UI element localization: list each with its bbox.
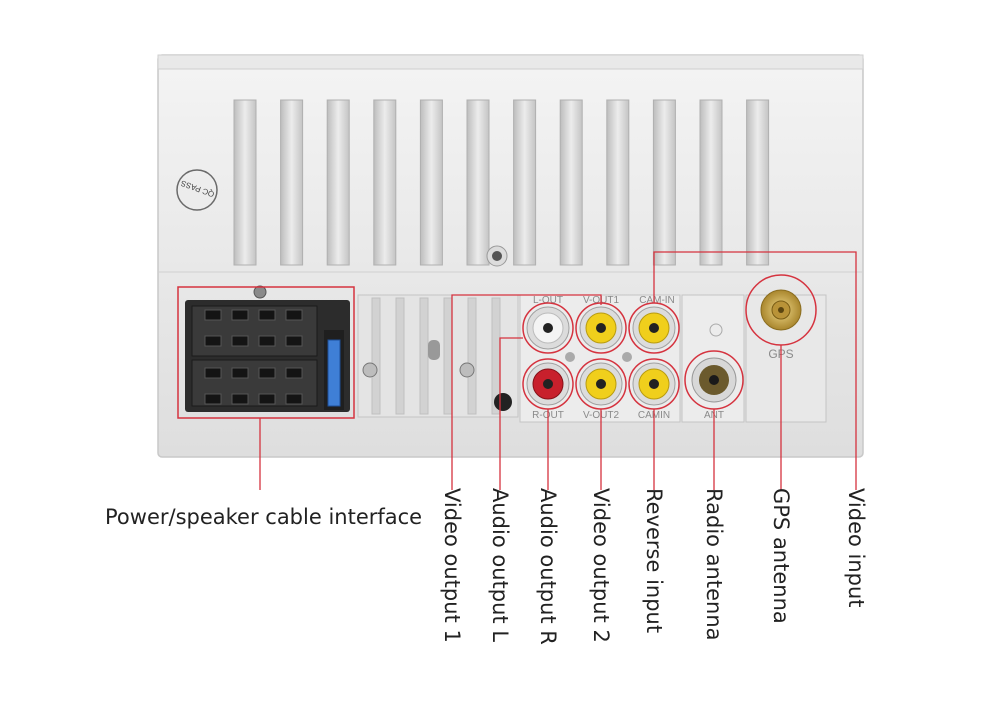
connector-pin xyxy=(204,367,222,379)
l-out-jack xyxy=(526,306,570,350)
callout-video-input: Video input xyxy=(844,488,868,608)
callout-reverse-input: Reverse input xyxy=(642,488,666,634)
connector-pin xyxy=(285,393,303,405)
heatsink-fin xyxy=(419,99,443,266)
vent-slot xyxy=(371,297,381,415)
heatsink-fin xyxy=(326,99,350,266)
heatsink-fin xyxy=(233,99,257,266)
callout-video-output-2: Video output 2 xyxy=(589,488,613,643)
heatsink-fin xyxy=(606,99,630,266)
antenna-gps-area: ANT GPS xyxy=(681,289,827,423)
heatsink-fin xyxy=(559,99,583,266)
callout-video-output-1: Video output 1 xyxy=(440,488,464,643)
vent-slot xyxy=(419,297,429,415)
r-out-jack xyxy=(526,362,570,406)
heatsink-fin xyxy=(652,99,676,266)
heatsink-fin xyxy=(466,99,490,266)
power-callout-box xyxy=(177,286,355,419)
gps-antenna-jack xyxy=(760,289,802,331)
mount-screw-hole xyxy=(486,245,508,267)
radio-antenna-jack xyxy=(691,357,737,403)
connector-pin xyxy=(258,309,276,321)
connector-pins xyxy=(204,309,303,405)
heatsink-fin xyxy=(699,99,723,266)
vent-slots xyxy=(357,294,519,418)
heatsink-fin xyxy=(280,99,304,266)
camin-jack xyxy=(632,362,676,406)
connector-pin xyxy=(231,309,249,321)
heatsink-fin xyxy=(746,99,770,266)
label-l-out: L-OUT xyxy=(533,295,563,306)
callout-power-interface: Power/speaker cable interface xyxy=(105,505,423,529)
connector-pin xyxy=(285,309,303,321)
connector-pin xyxy=(204,393,222,405)
label-cam-in-top: CAM-IN xyxy=(639,295,675,306)
heatsink-fins xyxy=(233,99,770,266)
iso-power-connector xyxy=(185,285,350,412)
connector-pin xyxy=(231,367,249,379)
connector-pin xyxy=(258,393,276,405)
vent-slot xyxy=(467,297,477,415)
callout-lines xyxy=(259,251,857,490)
connector-pin xyxy=(285,335,303,347)
vent-slot xyxy=(443,297,453,415)
v-out1-jack xyxy=(579,306,623,350)
fuse-blue xyxy=(327,339,341,407)
callout-radio-antenna: Radio antenna xyxy=(702,488,726,641)
connector-pin xyxy=(231,393,249,405)
callout-gps-antenna: GPS antenna xyxy=(769,488,793,624)
connector-pin xyxy=(285,367,303,379)
heatsink-fin xyxy=(513,99,537,266)
connector-pin xyxy=(231,335,249,347)
vent-slot xyxy=(395,297,405,415)
v-out2-jack xyxy=(579,362,623,406)
connector-pin xyxy=(204,335,222,347)
connector-pin xyxy=(204,309,222,321)
cam-in-top-jack xyxy=(632,306,676,350)
callout-audio-output-r: Audio output R xyxy=(536,488,560,645)
connector-pin xyxy=(258,335,276,347)
callout-audio-output-l: Audio output L xyxy=(488,488,512,643)
connector-pin xyxy=(258,367,276,379)
heatsink-fin xyxy=(373,99,397,266)
